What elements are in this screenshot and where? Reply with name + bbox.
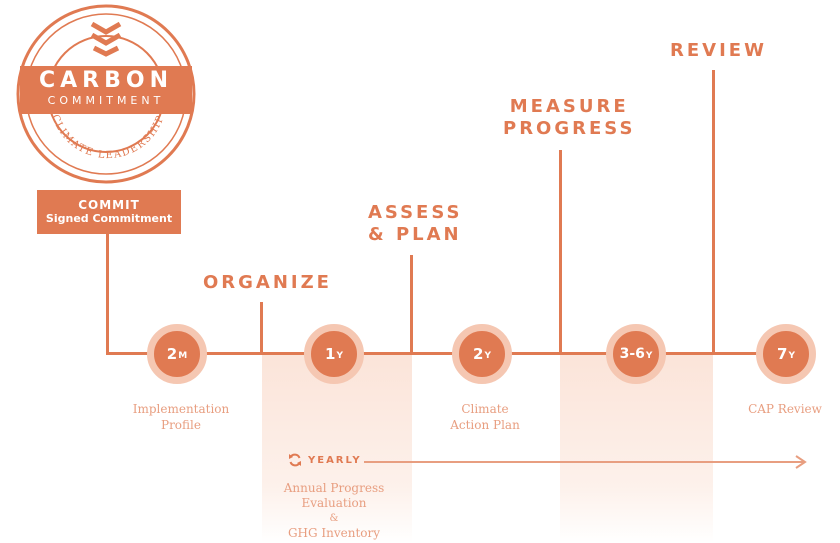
timeline-axis: [106, 352, 786, 355]
commit-box: COMMIT Signed Commitment: [37, 190, 181, 234]
caption-annual-progress: Annual Progress Evaluation & GHG Invento…: [264, 481, 404, 541]
milestone-3-6y-unit: Y: [645, 351, 653, 361]
phase-measure-line2: PROGRESS: [503, 118, 636, 139]
caption-cap-review: CAP Review: [730, 401, 840, 417]
milestone-1y-value: 1: [325, 345, 336, 363]
caption-annual-line4: GHG Inventory: [287, 526, 381, 540]
phase-measure-line1: MEASURE: [509, 96, 629, 117]
phase-review: REVIEW: [670, 40, 767, 61]
milestone-7y-unit: Y: [788, 351, 795, 361]
logo-sub-text: COMMITMENT: [47, 94, 165, 107]
organize-line: [260, 302, 263, 354]
caption-cap-line1: Climate: [461, 402, 509, 416]
yearly-band-1: [262, 355, 412, 543]
refresh-icon: [289, 453, 301, 467]
phase-measure-progress: MEASURE PROGRESS: [503, 96, 635, 140]
svg-text:CLIMATE LEADERSHIP: CLIMATE LEADERSHIP: [49, 113, 166, 161]
commit-title: COMMIT: [78, 198, 140, 212]
yearly-label: YEARLY: [308, 454, 362, 466]
milestone-2y-value: 2: [473, 345, 484, 363]
commit-connector-line: [106, 234, 109, 354]
milestone-2m-unit: M: [178, 351, 188, 361]
caption-impl-line1: Implementation: [132, 402, 230, 416]
assess-line: [410, 255, 413, 354]
yearly-label-group: YEARLY: [288, 452, 362, 468]
caption-annual-line1: Annual Progress: [283, 481, 385, 495]
carbon-commitment-logo: CLIMATE LEADERSHIP: [14, 2, 198, 186]
yearly-arrow: [364, 454, 810, 469]
milestone-7y-value: 7: [777, 345, 788, 363]
milestone-2y-unit: Y: [484, 351, 491, 361]
logo-emblem-icon: [90, 21, 122, 57]
logo-banner: CARBON COMMITMENT: [20, 66, 192, 114]
commit-subtitle: Signed Commitment: [45, 212, 173, 225]
caption-impl-line2: Profile: [161, 418, 201, 432]
measure-line: [559, 150, 562, 354]
logo-main-text: CARBON: [39, 68, 173, 93]
milestone-1y-unit: Y: [336, 351, 343, 361]
milestone-2m-value: 2: [166, 345, 178, 363]
review-line: [712, 70, 715, 354]
phase-assess-line1: ASSESS: [368, 202, 463, 223]
caption-implementation-profile: Implementation Profile: [116, 401, 246, 433]
caption-climate-action-plan: Climate Action Plan: [420, 401, 550, 433]
phase-assess-line2: & PLAN: [368, 224, 462, 245]
phase-assess-plan: ASSESS & PLAN: [368, 202, 462, 246]
caption-review-line1: CAP Review: [748, 402, 822, 416]
caption-annual-line3: &: [329, 513, 339, 524]
yearly-band-2: [560, 355, 713, 543]
logo-arc-text: CLIMATE LEADERSHIP: [49, 113, 165, 161]
caption-cap-line2: Action Plan: [450, 418, 520, 432]
milestone-3-6y-value: 3-6: [619, 346, 645, 362]
caption-annual-line2: Evaluation: [301, 496, 367, 510]
phase-organize: ORGANIZE: [203, 272, 332, 293]
